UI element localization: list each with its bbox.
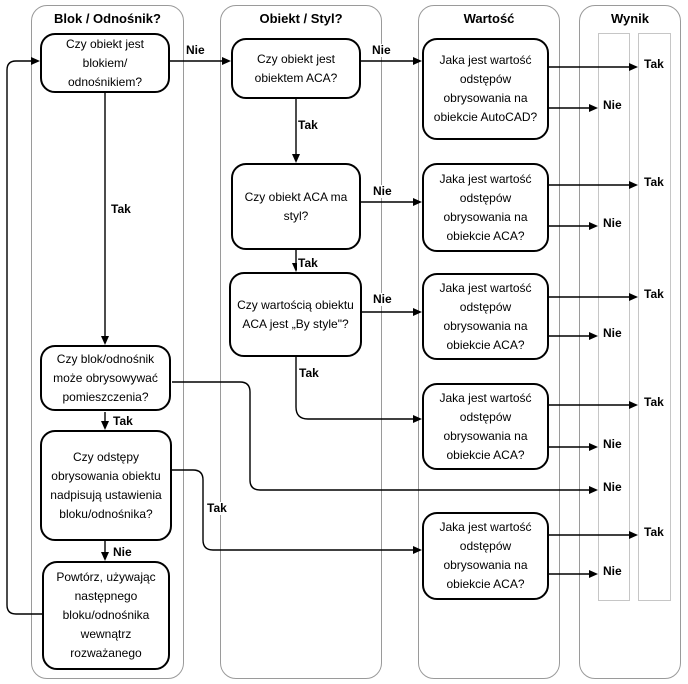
lane-title-wartosc: Wartość (463, 11, 515, 26)
node-has-style: Czy obiekt ACA ma styl? (231, 163, 361, 250)
node-value-aca-4: Jaka jest wartość odstępów obrysowania n… (422, 512, 549, 600)
edge-label-tak-overrides: Tak (206, 501, 228, 515)
result-label-tak-4: Tak (643, 395, 665, 409)
node-value-aca-2: Jaka jest wartość odstępów obrysowania n… (422, 273, 549, 360)
result-label-nie-1: Nie (602, 98, 623, 112)
node-value-autocad: Jaka jest wartość odstępów obrysowania n… (422, 38, 549, 140)
node-value-aca-3: Jaka jest wartość odstępów obrysowania n… (422, 383, 549, 470)
edge-label-nie-isblock: Nie (185, 43, 206, 57)
lane-title-obiekt-styl: Obiekt / Styl? (259, 11, 343, 26)
result-label-nie-canbound: Nie (602, 480, 623, 494)
edge-label-tak-isblock: Tak (110, 202, 132, 216)
result-label-tak-3: Tak (643, 287, 665, 301)
node-value-aca-1: Jaka jest wartość odstępów obrysowania n… (422, 163, 549, 252)
edge-label-nie-isaca: Nie (371, 43, 392, 57)
edge-label-nie-bystyle: Nie (372, 292, 393, 306)
result-bar-nie (598, 33, 630, 601)
node-repeat: Powtórz, używając następnego bloku/odnoś… (42, 561, 170, 670)
result-label-tak-1: Tak (643, 57, 665, 71)
lane-title-wynik: Wynik (610, 11, 650, 26)
result-label-tak-2: Tak (643, 175, 665, 189)
result-label-nie-5: Nie (602, 564, 623, 578)
node-by-style: Czy wartością obiektu ACA jest „By style… (229, 272, 362, 357)
node-can-bound: Czy blok/odnośnik może obrysowywać pomie… (40, 345, 171, 411)
lane-title-blok-odnosnik: Blok / Odnośnik? (54, 11, 161, 26)
edge-label-tak-isaca: Tak (297, 118, 319, 132)
edge-label-nie-hasstyle: Nie (372, 184, 393, 198)
result-label-tak-5: Tak (643, 525, 665, 539)
edge-label-tak-bystyle: Tak (298, 366, 320, 380)
edge-label-nie-overrides: Nie (112, 545, 133, 559)
result-label-nie-2: Nie (602, 216, 623, 230)
edge-label-tak-canbound: Tak (112, 414, 134, 428)
node-overrides: Czy odstępy obrysowania obiektu nadpisuj… (40, 430, 172, 541)
node-is-aca: Czy obiekt jest obiektem ACA? (231, 38, 361, 99)
edge-label-tak-hasstyle: Tak (297, 256, 319, 270)
result-label-nie-4: Nie (602, 437, 623, 451)
node-is-block: Czy obiekt jest blokiem/ odnośnikiem? (40, 33, 170, 93)
result-bar-tak (638, 33, 671, 601)
result-label-nie-3: Nie (602, 326, 623, 340)
